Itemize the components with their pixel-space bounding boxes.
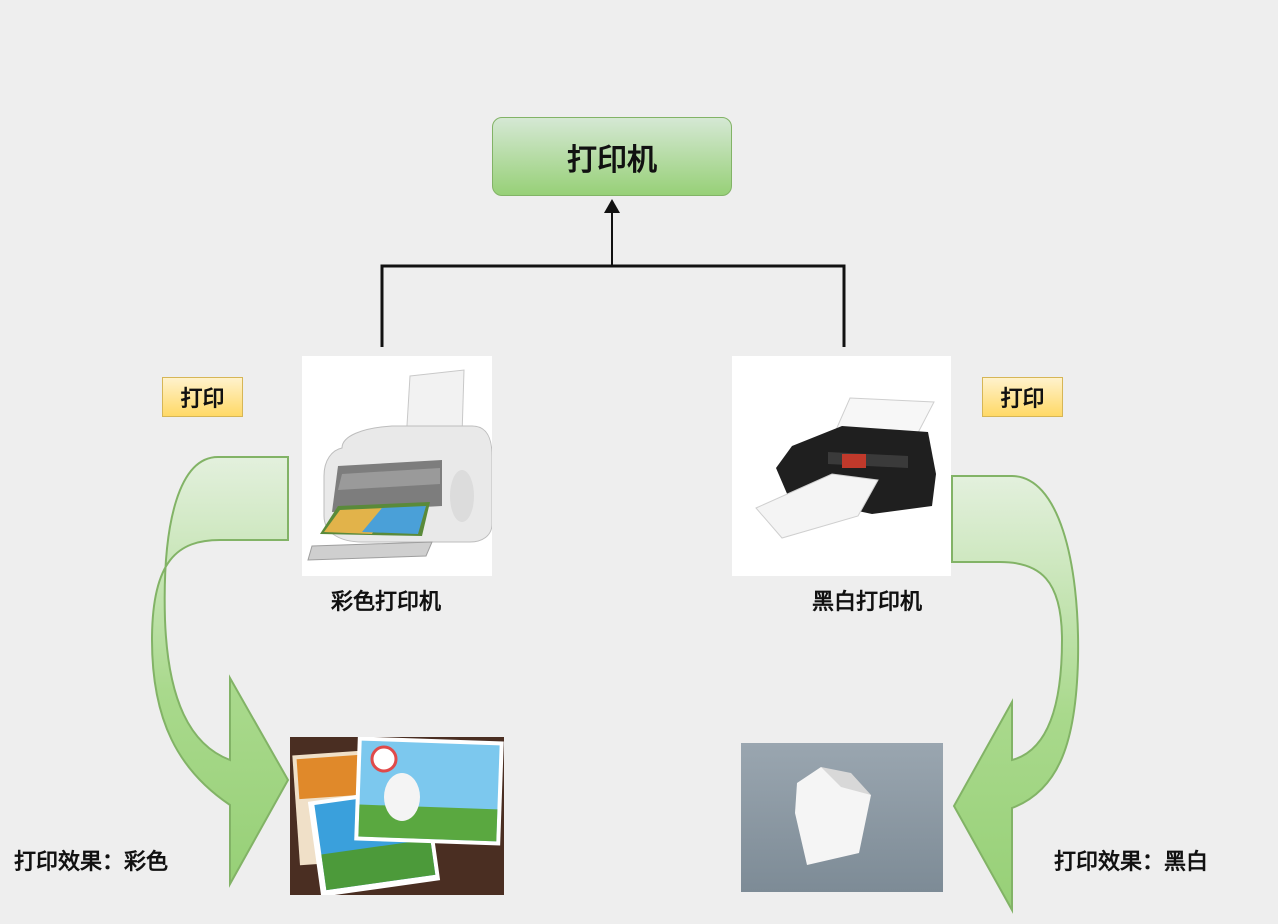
color-flow-arrow — [150, 456, 290, 888]
arrow-head — [604, 199, 620, 213]
bw-result-image — [741, 743, 943, 892]
inheritance-connector — [380, 199, 846, 347]
bw-printer-label: 黑白打印机 — [812, 590, 923, 615]
color-printer-image — [302, 356, 492, 576]
bw-printer-image — [732, 356, 951, 576]
color-printer-icon — [302, 356, 492, 576]
color-result-caption: 打印效果：彩色 — [14, 850, 169, 875]
white-paper-icon — [741, 743, 943, 892]
color-prints-icon — [290, 737, 504, 895]
bw-result-caption: 打印效果：黑白 — [1054, 850, 1209, 875]
bw-flow-arrow — [951, 475, 1080, 914]
root-node-label: 打印机 — [567, 142, 657, 178]
bw-printer-icon — [732, 356, 951, 576]
bw-print-tag-label: 打印 — [1000, 387, 1045, 412]
color-print-tag: 打印 — [162, 377, 243, 417]
root-node-printer: 打印机 — [492, 117, 732, 196]
color-printer-label: 彩色打印机 — [331, 590, 442, 615]
color-print-tag-label: 打印 — [180, 387, 225, 412]
color-result-image — [290, 737, 504, 895]
bw-print-tag: 打印 — [982, 377, 1063, 417]
